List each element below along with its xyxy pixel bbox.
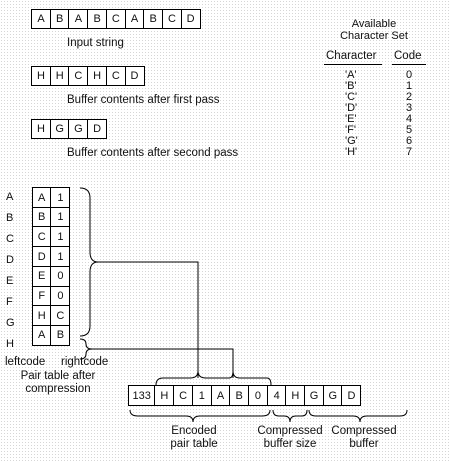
charset-code: 7 [406,146,413,158]
charset-code: 6 [406,135,413,147]
pair-table-row: A 1 [31,187,71,208]
charset-code: 2 [406,91,413,103]
compressed-cell: 1 [191,385,212,406]
input-cell: B [143,9,164,29]
first-pass-caption: Buffer contents after first pass [67,94,220,106]
buffer-label-line2: buffer [349,438,379,450]
pair-table-row-label: B [6,212,14,224]
charset-character: 'G' [345,135,358,147]
pair-table-brace [79,187,99,337]
compressed-cell: 133 [127,385,156,406]
row-h-connector-line [92,348,234,378]
pair-table-row-label: A [6,191,14,203]
charset-character: 'D' [345,102,358,114]
first-pass-cell: D [124,66,145,86]
second-pass-cell: D [87,119,108,139]
compressed-cell: 4 [266,385,287,406]
first-pass-buffer: H H C H C D [31,66,145,86]
pair-table-caption-line2: compression [25,383,91,395]
compressed-buffer-brace [308,409,408,423]
encoded-cells-brace [155,370,272,386]
compressed-cell: H [154,385,175,406]
compressed-cell: B [229,385,250,406]
pair-table-row-label: H [6,338,14,350]
charset-character-header: Character [326,50,377,62]
compressed-buffer-label: Compressed buffer [326,425,402,451]
pair-table-leftcode-label: leftcode [5,356,46,368]
second-pass-cell: G [68,119,89,139]
charset-character-underline [324,64,382,65]
buffer-size-brace [272,409,308,423]
size-label-line1: Compressed [257,425,323,437]
charset-code: 4 [406,113,413,125]
charset-character: 'H' [345,146,358,158]
encoded-label-line2: pair table [170,438,218,450]
buffer-label-line1: Compressed [331,425,397,437]
compressed-buffer-size-label: Compressed buffer size [252,425,328,451]
second-pass-buffer: H G G D [31,119,108,139]
pair-table-rightcode-label: rightcode [61,356,109,368]
pair-table-row: A B [31,324,71,346]
pair-table-row-label: E [6,275,14,287]
size-label-line2: buffer size [263,438,317,450]
charset-character: 'C' [345,91,358,103]
charset-title-line2: Character Set [340,30,408,42]
compressed-cell: G [304,385,325,406]
input-cell: B [87,9,108,29]
second-pass-caption: Buffer contents after second pass [67,147,239,159]
pair-table-row: E 0 [31,265,71,287]
first-pass-cell: C [68,66,89,86]
compressed-cell: A [210,385,231,406]
charset-code: 1 [406,80,413,92]
pair-table-row-labels: A B C D E F G H [6,187,15,355]
pair-table-caption-line1: Pair table after [20,370,96,382]
input-string-buffer: A B A B C A B C D [31,9,201,29]
compressed-output-buffer: 133 H C 1 A B 0 4 H G G D [127,385,362,406]
charset-title: Available Character Set [318,18,430,42]
charset-title-line1: Available [351,18,397,30]
pair-table-row: B 1 [31,206,71,228]
encoded-pair-table-brace [129,409,271,423]
pair-table-row-label: G [6,317,15,329]
pair-table-row-label: C [6,233,14,245]
pair-table-row: H C [31,305,71,327]
encoded-connector-line [98,261,199,378]
pair-right-cell: B [50,324,71,346]
compressed-cell: C [173,385,194,406]
charset-code: 0 [406,69,413,81]
charset-character: 'E' [345,113,357,125]
compressed-cell: 0 [247,385,268,406]
compressed-cell: D [341,385,362,406]
input-string-caption: Input string [67,37,124,49]
charset-code-underline [392,64,426,65]
encoded-label-line1: Encoded [171,425,217,437]
first-pass-cell: C [105,66,126,86]
charset-character: 'A' [345,69,357,81]
charset-code: 5 [406,124,413,136]
row-h-brace [79,338,93,360]
compressed-cell: G [322,385,343,406]
compressed-cell: H [285,385,306,406]
pair-table-caption: Pair table after compression [18,370,98,396]
encoded-pair-table-label: Encoded pair table [158,425,230,451]
input-cell: D [180,9,201,29]
charset-character: 'B' [345,80,357,92]
charset-code-list: 0 1 2 3 4 5 6 7 [406,70,412,158]
charset-code-header: Code [394,50,422,62]
pair-table-row-label: F [6,296,13,308]
pair-table-row-label: D [6,254,14,266]
charset-character: 'F' [345,124,356,136]
charset-code: 3 [406,102,413,114]
pair-right-cell: 1 [50,187,71,208]
pair-table: A 1 B 1 C 1 D 1 E 0 F 0 H C A B [31,187,71,346]
charset-character-list: 'A' 'B' 'C' 'D' 'E' 'F' 'G' 'H' [345,70,358,158]
